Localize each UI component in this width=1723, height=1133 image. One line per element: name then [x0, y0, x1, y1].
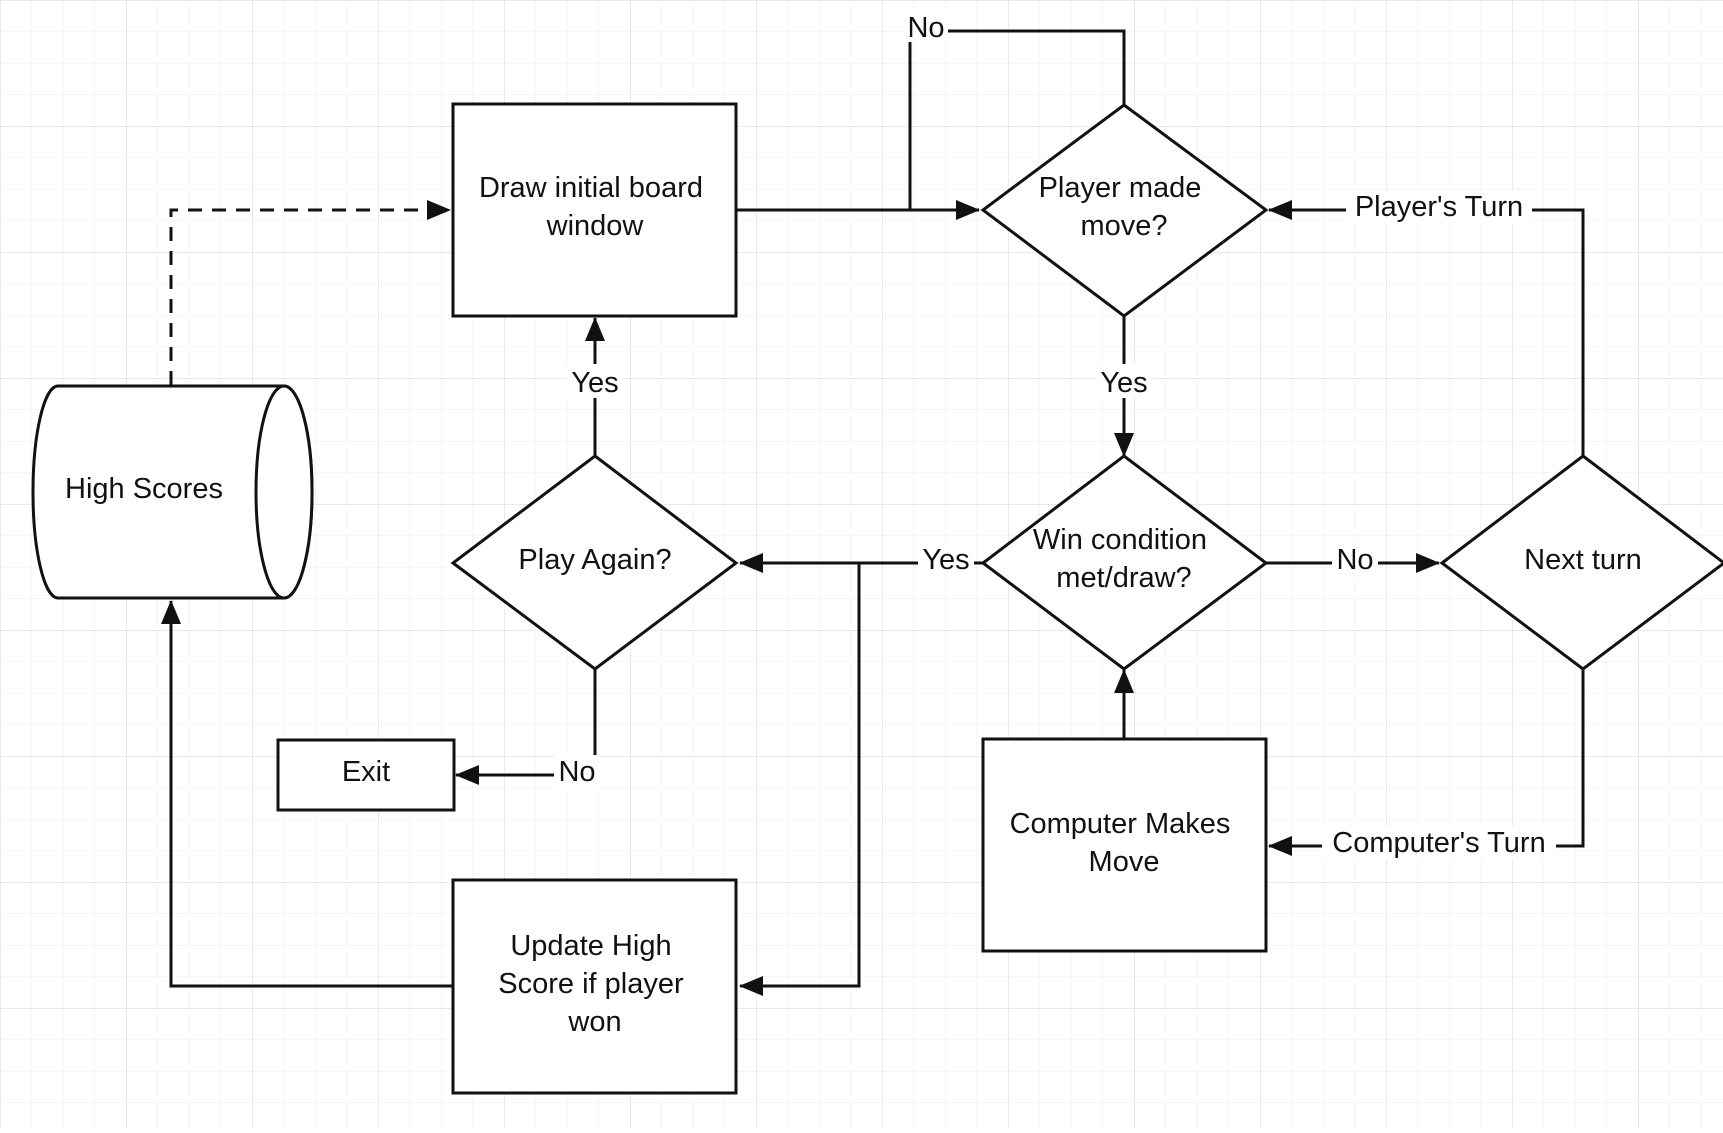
- node-player-made-move-label: Player made move?: [1039, 172, 1210, 242]
- label-no-top: No: [907, 12, 944, 44]
- node-win-condition[interactable]: [980, 454, 1269, 671]
- node-exit-label: Exit: [342, 756, 390, 788]
- edge-update-to-highscores: [161, 600, 453, 988]
- node-update-high-score-label: Update High Score if player won: [498, 930, 691, 1038]
- label-yes-win: Yes: [922, 544, 969, 576]
- label-computers-turn: Computer's Turn: [1332, 827, 1545, 859]
- node-play-again-label: Play Again?: [518, 544, 671, 576]
- node-win-condition-label: Win condition met/draw?: [1033, 524, 1215, 594]
- edge-highscores-to-draw: [169, 200, 451, 385]
- label-players-turn: Player's Turn: [1355, 191, 1523, 223]
- label-yes-player: Yes: [1100, 367, 1147, 399]
- node-next-turn[interactable]: [1439, 454, 1723, 671]
- nodes: Draw initial board window Player made mo…: [31, 102, 1723, 1095]
- node-high-scores-label: High Scores: [65, 473, 223, 505]
- node-player-made-move[interactable]: [980, 103, 1269, 318]
- edge-labels: No Yes Player's Turn Yes Yes No No Compu…: [554, 10, 1556, 860]
- node-play-again[interactable]: [450, 454, 739, 671]
- node-computer-move-label: Computer Makes Move: [1010, 808, 1239, 878]
- node-computer-move[interactable]: [981, 737, 1268, 953]
- node-draw-board-label: Draw initial board window: [479, 172, 711, 242]
- node-update-high-score[interactable]: [451, 878, 738, 1095]
- node-next-turn-label: Next turn: [1524, 544, 1642, 576]
- node-high-scores[interactable]: [31, 384, 314, 600]
- edge-win-yes-to-update: [739, 563, 861, 996]
- label-yes-play-again: Yes: [571, 367, 618, 399]
- edge-player-no-loop: [908, 29, 1126, 210]
- label-no-exit: No: [558, 756, 595, 788]
- node-exit[interactable]: [276, 738, 456, 812]
- node-draw-board[interactable]: [451, 102, 738, 318]
- label-no-win: No: [1336, 544, 1373, 576]
